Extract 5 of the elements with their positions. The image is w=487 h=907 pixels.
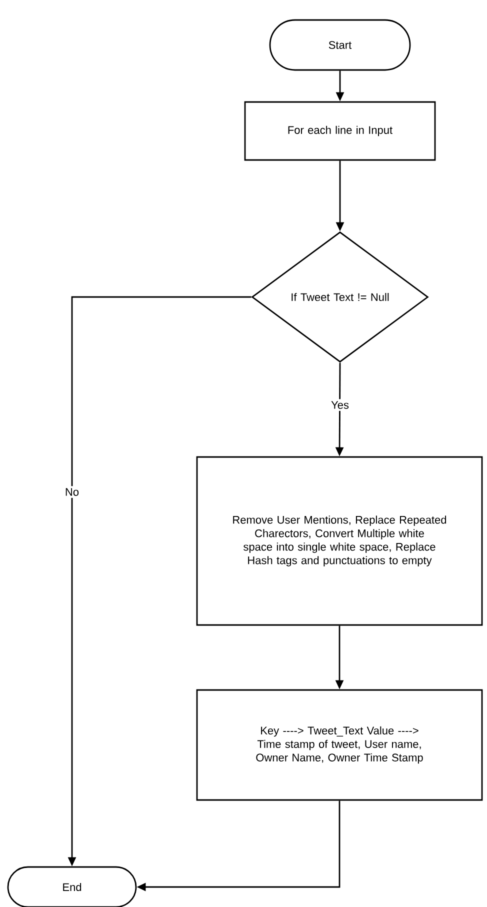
edge-label: Yes — [329, 399, 351, 411]
process-box: Remove User Mentions, Replace Repeated Charectors, Convert Multiple white space into single white space, Replace Hash tags and punctuations to empty — [196, 456, 483, 626]
edge-label: No — [62, 486, 82, 498]
process-box: Key ----> Tweet_Text Value ----> Time stamp of tweet, User name, Owner Name, Owner Time Stamp — [196, 689, 483, 801]
process-box: For each line in Input — [244, 101, 436, 161]
